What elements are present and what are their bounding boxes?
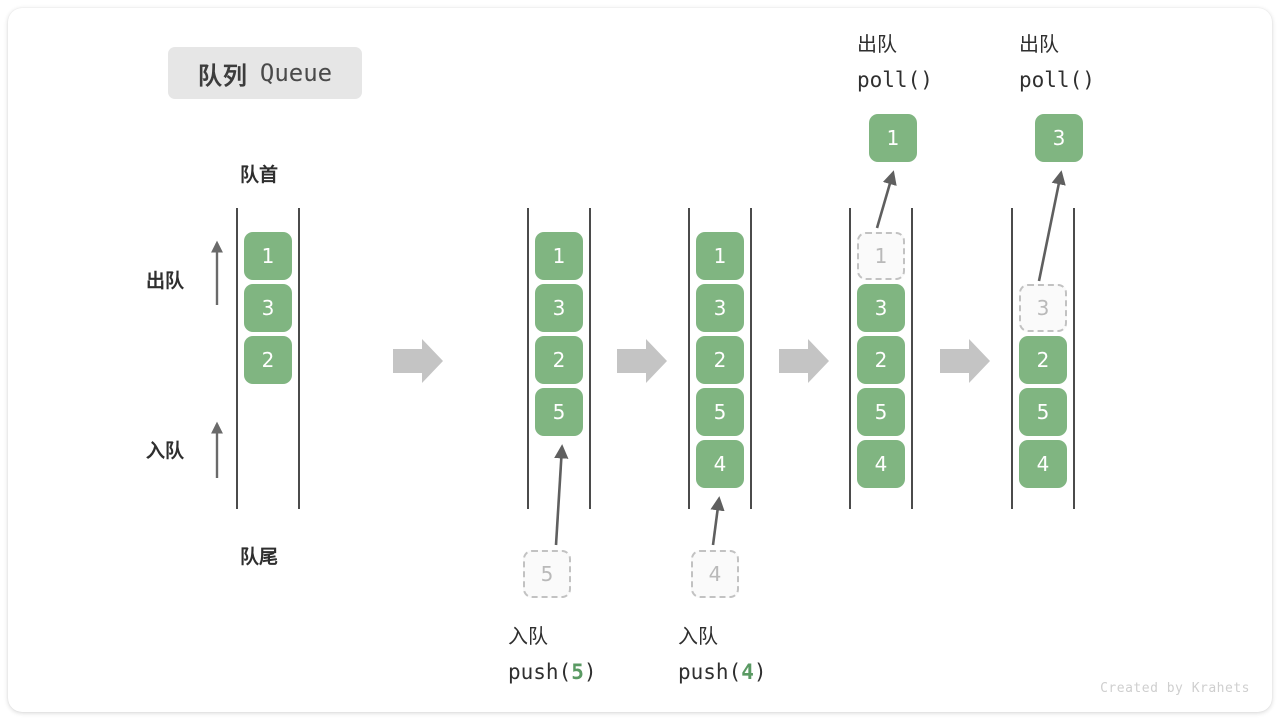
dequeued-ghost-cell: 1	[857, 232, 905, 280]
queue-cell: 4	[857, 440, 905, 488]
tube-wall-right	[750, 208, 752, 509]
staged-cell: 5	[523, 550, 571, 598]
queue-cell: 2	[857, 336, 905, 384]
enqueue-side-label: 入队	[146, 441, 185, 462]
tube-wall-left	[236, 208, 238, 509]
staged-cell: 4	[691, 550, 739, 598]
queue-cell: 2	[535, 336, 583, 384]
dequeue-side-label: 出队	[146, 271, 185, 292]
push-5-caption-code: push(5)	[508, 660, 597, 684]
queue-cell: 3	[244, 284, 292, 332]
push-4-caption: 入队 push(4)	[678, 620, 767, 690]
push-4-caption-cn: 入队	[678, 626, 718, 648]
queue-cell: 5	[857, 388, 905, 436]
queue-tube-3	[688, 208, 752, 509]
poll-3-caption-code: poll()	[1019, 68, 1095, 92]
poll-3-caption-cn: 出队	[1019, 34, 1059, 56]
step-arrow-3	[779, 339, 829, 383]
tube-wall-right	[911, 208, 913, 509]
queue-cell: 2	[1019, 336, 1067, 384]
queue-cell: 1	[535, 232, 583, 280]
push-5-caption: 入队 push(5)	[508, 620, 597, 690]
tube-wall-right	[1073, 208, 1075, 509]
tube-wall-right	[589, 208, 591, 509]
queue-cell: 4	[1019, 440, 1067, 488]
step-arrow-1	[393, 339, 443, 383]
tube-wall-left	[688, 208, 690, 509]
step-arrow-2	[617, 339, 667, 383]
diagram-title-cn: 队列	[197, 62, 248, 90]
queue-tube-5	[1011, 208, 1075, 509]
diagram-title-chip: 队列 Queue	[168, 47, 362, 99]
tail-label: 队尾	[240, 547, 279, 568]
poll-1-caption-cn: 出队	[857, 34, 897, 56]
queue-cell: 5	[535, 388, 583, 436]
push-5-caption-cn: 入队	[508, 626, 548, 648]
dequeued-ghost-cell: 3	[1019, 284, 1067, 332]
queue-cell: 2	[696, 336, 744, 384]
head-label: 队首	[240, 165, 279, 186]
queue-tube-2	[527, 208, 591, 509]
queue-cell: 3	[535, 284, 583, 332]
popped-cell: 1	[869, 114, 917, 162]
queue-cell: 5	[1019, 388, 1067, 436]
poll-3-caption: 出队 poll()	[1019, 28, 1095, 98]
watermark: Created by Krahets	[1100, 681, 1250, 696]
queue-cell: 3	[696, 284, 744, 332]
queue-cell: 3	[857, 284, 905, 332]
queue-cell: 5	[696, 388, 744, 436]
queue-tube-1	[236, 208, 300, 509]
diagram-title-en: Queue	[259, 59, 333, 87]
step-arrow-4	[940, 339, 990, 383]
queue-cell: 1	[244, 232, 292, 280]
popped-cell: 3	[1035, 114, 1083, 162]
tube-wall-left	[527, 208, 529, 509]
tube-wall-right	[298, 208, 300, 509]
tube-wall-left	[1011, 208, 1013, 509]
queue-cell: 4	[696, 440, 744, 488]
queue-cell: 2	[244, 336, 292, 384]
push-4-caption-code: push(4)	[678, 660, 767, 684]
queue-tube-4	[849, 208, 913, 509]
poll-1-caption-code: poll()	[857, 68, 933, 92]
poll-1-caption: 出队 poll()	[857, 28, 933, 98]
queue-cell: 1	[696, 232, 744, 280]
tube-wall-left	[849, 208, 851, 509]
